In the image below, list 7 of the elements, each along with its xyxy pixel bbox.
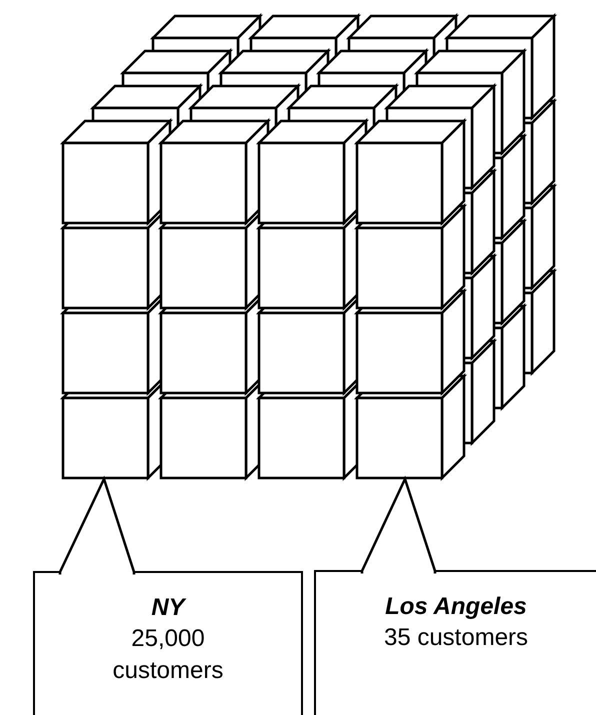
customer-count: 35 customers	[382, 623, 530, 653]
city-name: NY	[150, 593, 188, 623]
callout-pointer	[360, 476, 436, 575]
city-name: Los Angeles	[384, 592, 528, 622]
cube-stack-drawing	[60, 12, 558, 482]
callout-pointer	[58, 476, 136, 576]
customer-count: 25,000 customers	[112, 624, 224, 686]
